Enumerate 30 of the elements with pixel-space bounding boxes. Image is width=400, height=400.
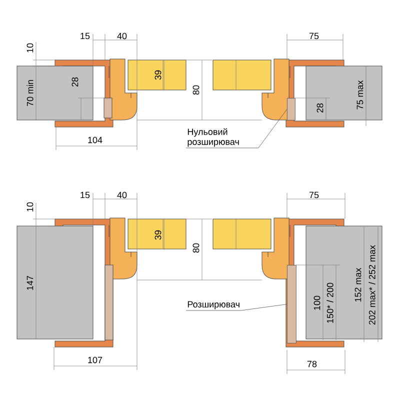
extender-strip (287, 265, 296, 344)
dimension-label: 152 max (354, 268, 362, 302)
callout-label: Нульовий розширювач (188, 128, 239, 147)
dimension-label: 28 (72, 77, 78, 87)
dimension-label: 10 (26, 202, 34, 212)
dimension-label: 70 min (26, 80, 34, 106)
dimension-label: 39 (154, 70, 162, 80)
dimension-label: 80 (192, 243, 200, 253)
leader-line (186, 304, 288, 311)
callout-label: Розширювач (188, 301, 240, 310)
dimension-label: 78 (307, 360, 317, 368)
dimension-label: 75 (309, 32, 319, 40)
dimension-label: 39 (154, 230, 162, 240)
dimension-label: 107 (88, 356, 102, 364)
dimension-label: 100 (314, 296, 320, 310)
dimension-label: 75 (309, 192, 319, 198)
dimension-label: 147 (26, 276, 34, 290)
dimension-label: 40 (117, 192, 127, 198)
dimension-label: 28 (316, 103, 324, 113)
dimension-label: 202 max* / 252 max (368, 245, 376, 325)
dimension-label: 15 (80, 32, 90, 40)
zero-extender-strip (287, 98, 296, 120)
dimension-label: 104 (88, 136, 102, 144)
dimension-label: 150* / 200 (326, 282, 334, 323)
dimension-label: 80 (192, 85, 200, 95)
dimension-label: 75 max (356, 80, 364, 110)
dimension-label: 15 (80, 192, 90, 198)
leader-line (186, 109, 288, 148)
dimension-label: 10 (26, 43, 34, 52)
dimension-label: 40 (117, 32, 127, 40)
